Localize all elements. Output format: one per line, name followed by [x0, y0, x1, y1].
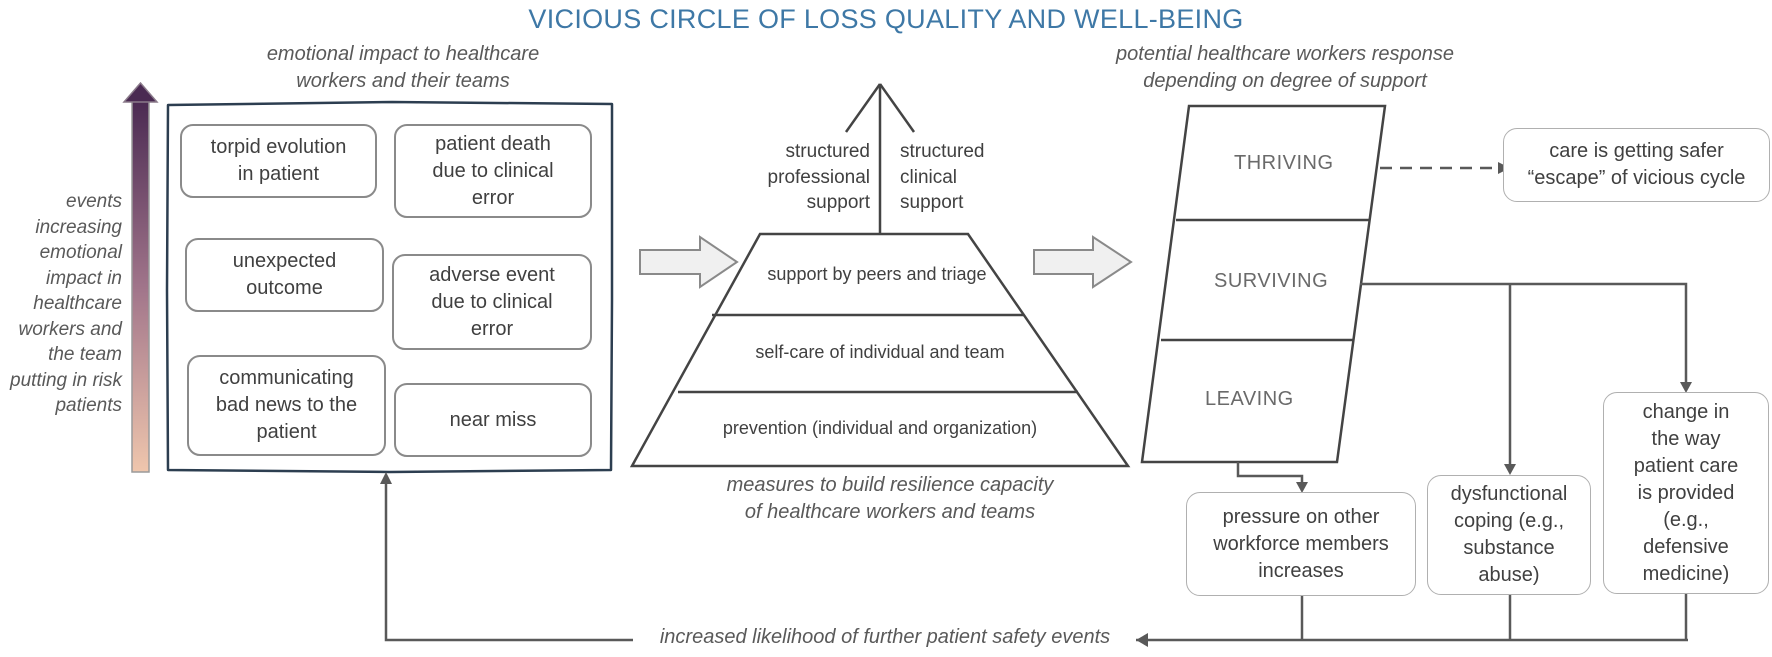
stage-surviving: SURVIVING — [1214, 270, 1329, 292]
outcome-box-pressure: pressure on other workforce members incr… — [1186, 492, 1416, 596]
feedback-arrow — [380, 472, 633, 642]
pyramid-caption: measures to build resilience capacity of… — [726, 474, 1054, 523]
bottom-feedback-line — [1136, 594, 1688, 642]
event-box-unexpected-outcome: unexpected outcome — [185, 238, 384, 312]
event-box-near-miss: near miss — [394, 383, 592, 457]
gradient-axis-label: events increasing emotional impact in he… — [10, 191, 122, 416]
resilience-pyramid — [629, 83, 1131, 468]
right-heading: potential healthcare workers response de… — [1116, 43, 1454, 92]
thriving-dashed-arrow — [1380, 162, 1510, 174]
thriving-result-box: care is getting safer “escape” of viciou… — [1503, 128, 1770, 202]
arrowhead-change — [1680, 382, 1692, 393]
event-box-communicating-bad-news: communicating bad news to the patient — [187, 355, 386, 456]
outcome-box-dysfunctional-coping: dysfunctional coping (e.g., substance ab… — [1427, 475, 1591, 595]
event-box-adverse-event: adverse event due to clinical error — [392, 254, 592, 350]
pyramid-level-self-care: self-care of individual and team — [755, 342, 1005, 362]
branch-label-professional-support: structured professional support — [767, 141, 870, 213]
bottom-arrowhead — [1136, 633, 1148, 647]
block-arrow-left — [639, 235, 739, 289]
diagram-title: VICIOUS CIRCLE OF LOSS QUALITY AND WELL-… — [528, 4, 1244, 34]
stage-thriving: THRIVING — [1234, 152, 1334, 174]
pyramid-level-prevention: prevention (individual and organization) — [722, 418, 1038, 438]
block-arrow-right — [1033, 235, 1133, 289]
pyramid-level-peer-support: support by peers and triage — [767, 264, 987, 284]
arrowhead-pressure — [1296, 482, 1308, 493]
left-heading: emotional impact to healthcare workers a… — [266, 43, 540, 92]
emotional-impact-gradient-arrow — [122, 81, 159, 473]
outcome-connectors — [1236, 282, 1688, 485]
event-box-patient-death: patient death due to clinical error — [394, 124, 592, 218]
outcome-box-change-in-care: change in the way patient care is provid… — [1603, 392, 1769, 594]
stage-leaving: LEAVING — [1205, 388, 1294, 410]
branch-label-clinical-support: structured clinical support — [900, 141, 985, 213]
events-frame — [165, 100, 614, 474]
event-box-torpid-evolution: torpid evolution in patient — [180, 124, 377, 198]
response-parallelogram — [1140, 104, 1387, 464]
feedback-label: increased likelihood of further patient … — [659, 626, 1111, 648]
arrowhead-coping — [1504, 464, 1516, 475]
